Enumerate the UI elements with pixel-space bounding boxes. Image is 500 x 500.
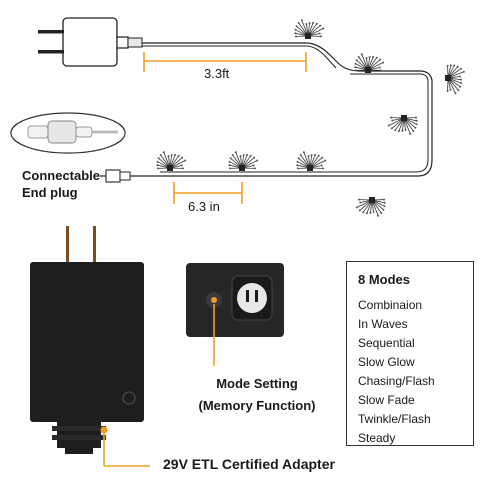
adapter-label-text (3, 315, 153, 375)
mode-item: Steady (358, 431, 396, 445)
adapter-icon (30, 226, 144, 454)
dimension-3-3ft (143, 52, 307, 72)
firework-light-icon (156, 151, 187, 171)
firework-lights (156, 19, 465, 217)
mode-item: Slow Fade (358, 393, 415, 407)
wire-top (130, 42, 433, 177)
end-plug-label: Connectable End plug (22, 167, 100, 201)
mode-item: In Waves (358, 317, 408, 331)
modes-title: 8 Modes (358, 272, 411, 287)
firework-light-icon (228, 151, 259, 171)
firework-light-icon (387, 115, 418, 135)
firework-light-icon (445, 64, 465, 95)
mode-setting-line1: Mode Setting (216, 376, 298, 391)
firework-light-icon (354, 53, 385, 73)
firework-light-icon (355, 197, 386, 217)
mode-setting-caption: Mode Setting (Memory Function) (182, 373, 332, 417)
adapter-caption: 29V ETL Certified Adapter (163, 456, 335, 472)
mode-item: Chasing/Flash (358, 374, 435, 388)
mode-item: Twinkle/Flash (358, 412, 431, 426)
mode-item: Combinaion (358, 298, 423, 312)
controller-box-icon (186, 263, 284, 337)
dimension-6-3in (173, 182, 243, 204)
length-3-3ft-label: 3.3ft (204, 66, 230, 81)
end-plug-icon (100, 169, 131, 183)
mode-item: Slow Glow (358, 355, 415, 369)
length-6-3in-label: 6.3 in (188, 199, 220, 214)
modes-list-box: 8 Modes Combinaion In Waves Sequential S… (346, 261, 474, 446)
firework-light-icon (296, 151, 327, 171)
mode-setting-line2: (Memory Function) (198, 398, 316, 413)
mode-item: Sequential (358, 336, 415, 350)
connector-detail-icon (10, 112, 126, 154)
end-plug-label-line1: Connectable (22, 168, 101, 183)
firework-light-icon (294, 19, 325, 39)
end-plug-label-line2: End plug (22, 185, 78, 200)
wall-plug-icon (38, 17, 143, 67)
